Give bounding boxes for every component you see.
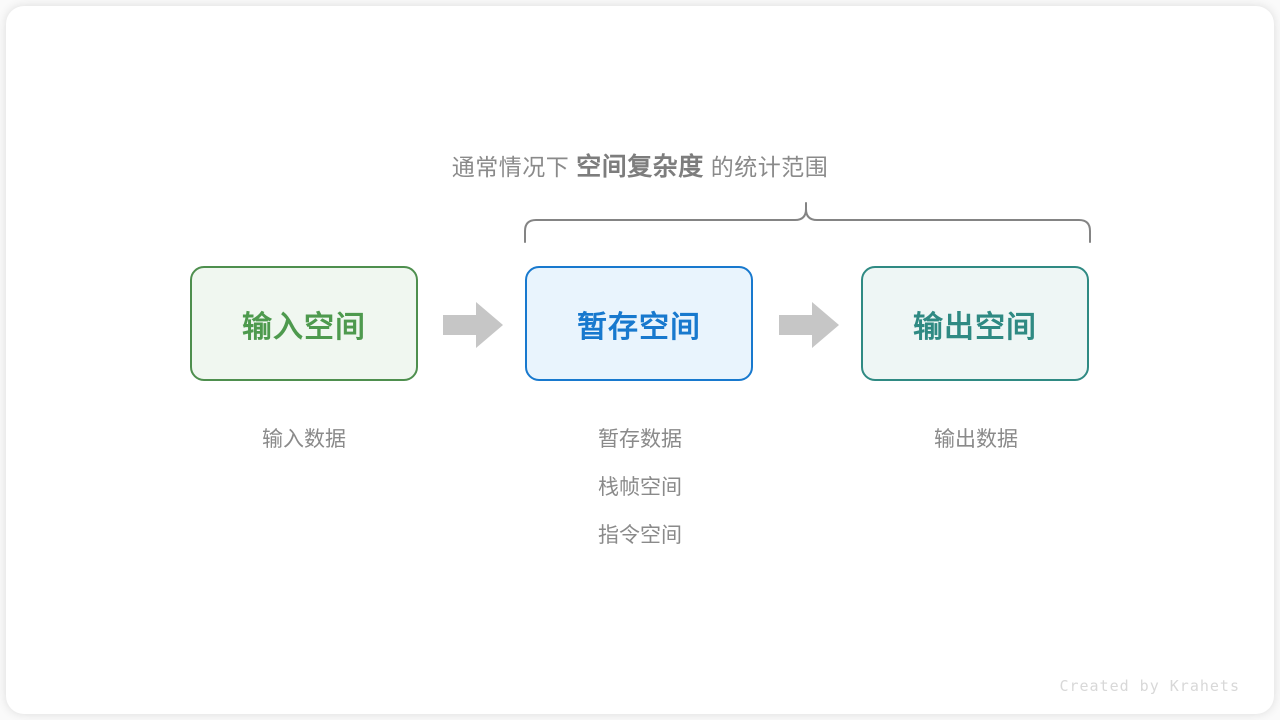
box-temp-space-label: 暂存空间 — [577, 310, 701, 344]
caption-input: 输入数据 — [184, 416, 424, 464]
caption-temp: 暂存数据 栈帧空间 指令空间 — [520, 416, 760, 560]
box-output-space[interactable]: 输出空间 — [861, 266, 1089, 381]
caption-output-line-1: 输出数据 — [934, 428, 1018, 451]
title-suffix: 的统计范围 — [710, 154, 829, 180]
watermark: Created by Krahets — [1059, 677, 1240, 695]
title-emphasis: 空间复杂度 — [576, 153, 704, 181]
caption-output: 输出数据 — [856, 416, 1096, 464]
caption-temp-line-1: 暂存数据 — [598, 428, 682, 451]
box-temp-space[interactable]: 暂存空间 — [525, 266, 753, 381]
box-output-space-label: 输出空间 — [913, 310, 1037, 344]
caption-input-line-1: 输入数据 — [262, 428, 346, 451]
scope-brace-icon — [524, 202, 1091, 243]
box-input-space[interactable]: 输入空间 — [190, 266, 418, 381]
title-prefix: 通常情况下 — [451, 154, 570, 180]
arrow-right-icon — [443, 302, 503, 348]
box-input-space-label: 输入空间 — [242, 310, 366, 344]
diagram-title: 通常情况下空间复杂度的统计范围 — [0, 150, 1280, 184]
caption-temp-line-2: 栈帧空间 — [598, 476, 682, 499]
caption-temp-line-3: 指令空间 — [598, 524, 682, 547]
arrow-right-icon — [779, 302, 839, 348]
